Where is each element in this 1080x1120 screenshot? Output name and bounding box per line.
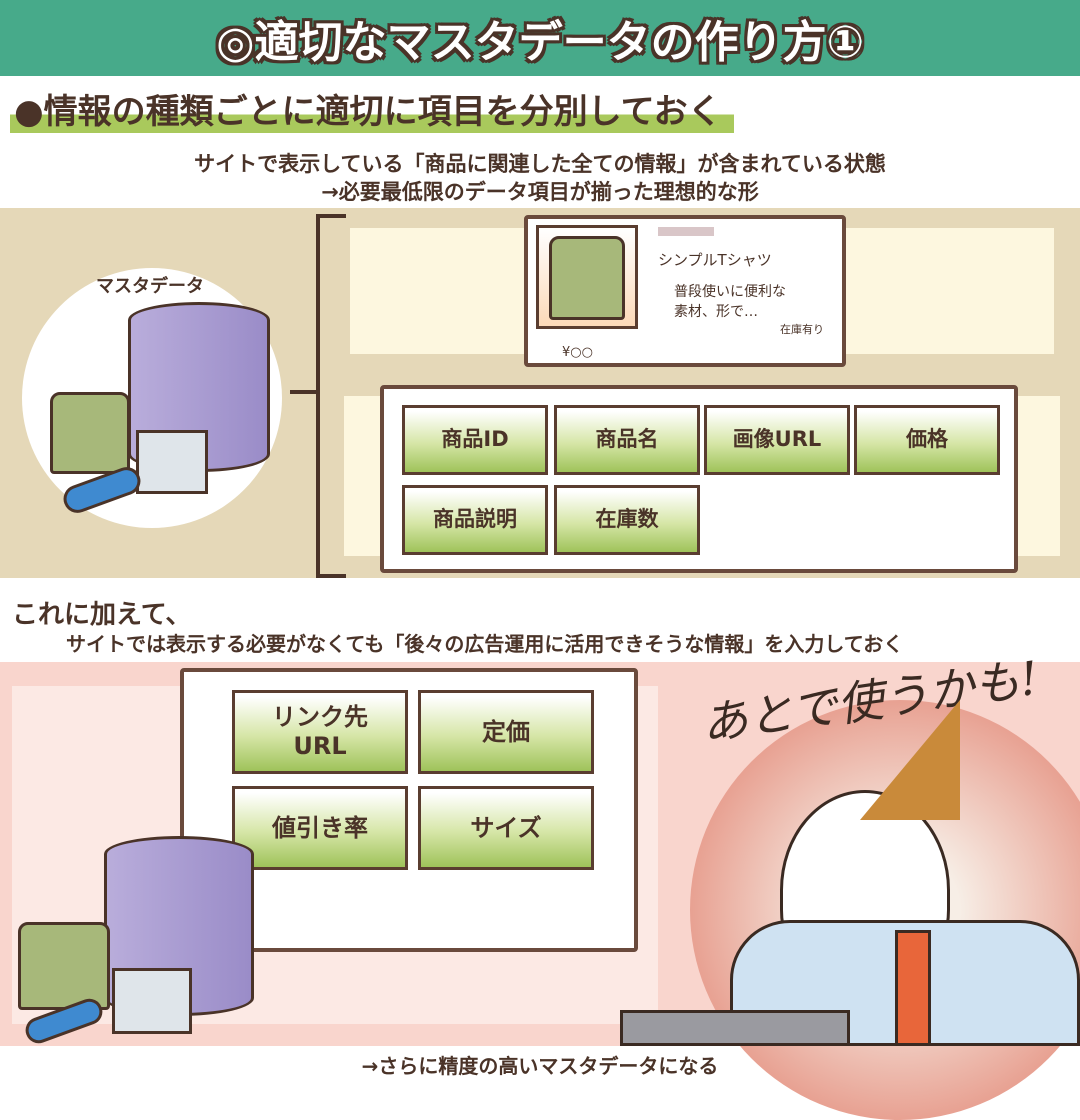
product-description-2: 素材、形で… (674, 304, 758, 320)
connector-line (290, 390, 318, 394)
product-card: シンプルTシャツ 普段使いに便利な 素材、形で… 在庫有り ¥○○ (524, 215, 846, 367)
tshirt-icon (18, 922, 110, 1010)
product-description-1: 普段使いに便利な (674, 284, 786, 300)
field-price: 価格 (854, 405, 1000, 475)
field-product-id: 商品ID (402, 405, 548, 475)
field-discount-rate: 値引き率 (232, 786, 408, 870)
field-image-url: 画像URL (704, 405, 850, 475)
master-data-label: マスタデータ (96, 276, 204, 297)
bracket (316, 214, 346, 578)
placeholder-bar (658, 227, 714, 236)
laptop-icon (136, 430, 208, 494)
field-size: サイズ (418, 786, 594, 870)
product-price: ¥○○ (562, 345, 593, 360)
addition-heading: これに加えて、 (12, 600, 192, 630)
product-image (536, 225, 638, 329)
tshirt-icon (549, 236, 625, 320)
intro-line-1: サイトで表示している「商品に関連した全ての情報」が含まれている状態 (194, 152, 886, 176)
field-stock: 在庫数 (554, 485, 700, 555)
necktie (895, 930, 931, 1046)
basic-fields-box: 商品ID 商品名 画像URL 価格 商品説明 在庫数 (380, 385, 1018, 573)
field-product-name: 商品名 (554, 405, 700, 475)
addition-line: サイトでは表示する必要がなくても「後々の広告運用に活用できそうな情報」を入力して… (66, 632, 904, 656)
stock-status: 在庫有り (780, 323, 824, 336)
laptop-icon (112, 968, 192, 1034)
field-description: 商品説明 (402, 485, 548, 555)
extra-fields-bubble: リンク先 URL 定価 値引き率 サイズ (180, 668, 638, 952)
field-list-price: 定価 (418, 690, 594, 774)
intro-line-2: →必要最低限のデータ項目が揃った理想的な形 (321, 180, 759, 204)
subtitle: ●情報の種類ごとに適切に項目を分別しておく (10, 84, 734, 133)
title-banner: ◎適切なマスタデータの作り方① (0, 0, 1080, 76)
page-title: ◎適切なマスタデータの作り方① (216, 17, 864, 68)
conclusion: →さらに精度の高いマスタデータになる (361, 1054, 719, 1078)
tshirt-icon (50, 392, 130, 474)
field-link-url: リンク先 URL (232, 690, 408, 774)
product-name: シンプルTシャツ (658, 251, 772, 269)
laptop-keyboard (620, 1010, 850, 1046)
